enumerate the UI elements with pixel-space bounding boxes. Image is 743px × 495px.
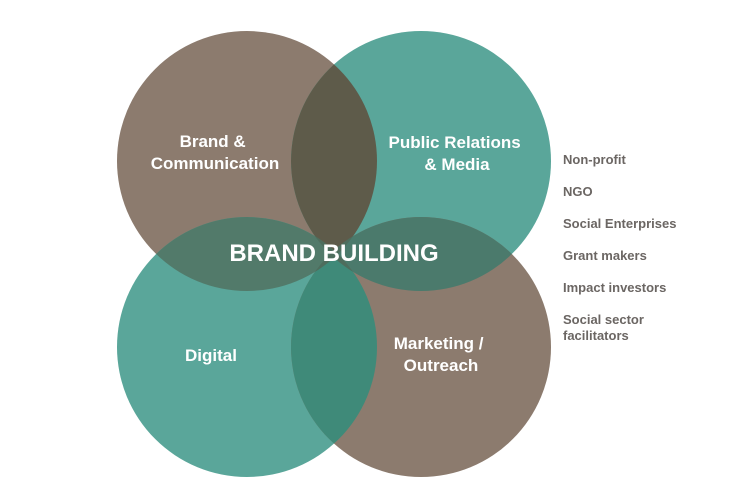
list-item-non-profit: Non-profit bbox=[563, 152, 626, 167]
list-item-social-sector-facilitators: Social sector facilitators bbox=[563, 312, 644, 343]
label-marketing-outreach: Marketing / Outreach bbox=[394, 334, 488, 375]
list-item-impact-investors: Impact investors bbox=[563, 280, 667, 295]
label-brand-communication: Brand & Communication bbox=[151, 132, 279, 173]
label-digital: Digital bbox=[185, 346, 237, 365]
list-item-social-enterprises: Social Enterprises bbox=[563, 216, 677, 231]
audience-list: Non-profit NGO Social Enterprises Grant … bbox=[563, 152, 733, 360]
overlap-top bbox=[291, 31, 377, 291]
center-label-brand-building: BRAND BUILDING bbox=[229, 240, 438, 267]
label-public-relations-media: Public Relations & Media bbox=[389, 133, 526, 174]
list-item-grant-makers: Grant makers bbox=[563, 248, 647, 263]
overlap-bottom bbox=[291, 217, 377, 477]
venn-diagram: Brand & Communication Public Relations &… bbox=[117, 31, 551, 477]
list-item-ngo: NGO bbox=[563, 184, 593, 199]
